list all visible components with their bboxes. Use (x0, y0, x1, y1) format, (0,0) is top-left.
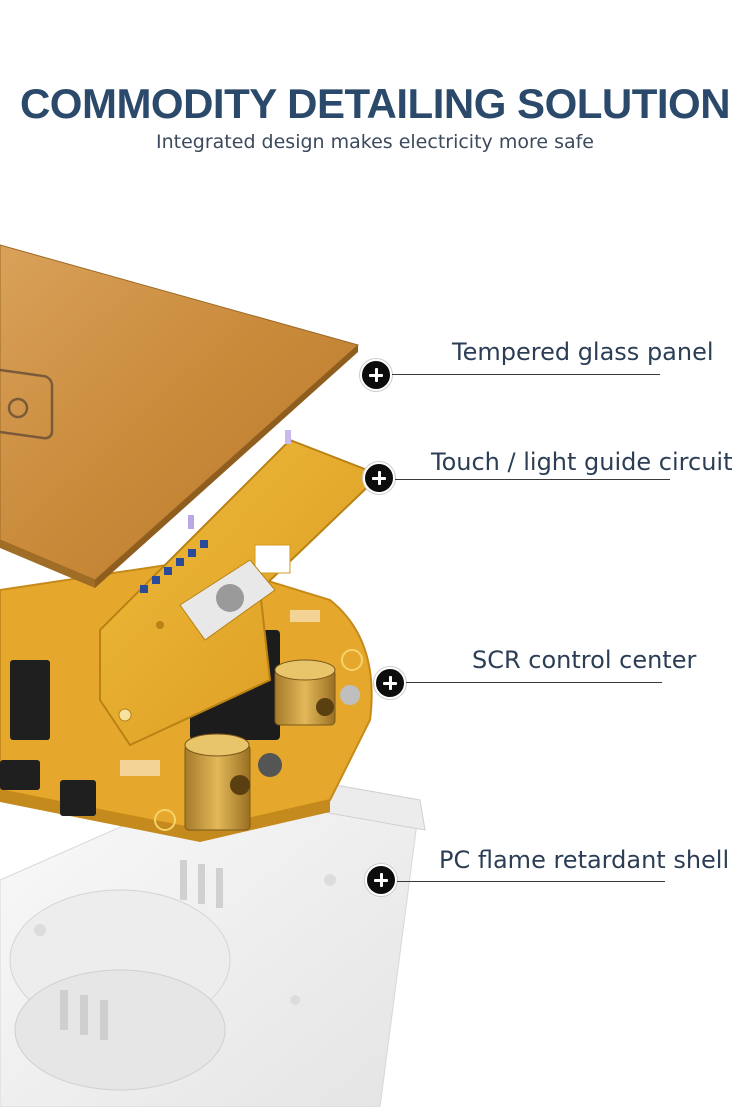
callout-leader-line (392, 374, 660, 375)
exploded-switch-illustration (0, 244, 426, 1107)
callout-leader-line (395, 479, 670, 480)
touch-light-guide-circuit (99, 430, 382, 747)
callout-leader-line (397, 881, 665, 882)
callout-label: PC flame retardant shell (439, 846, 730, 874)
page-subtitle: Integrated design makes electricity more… (156, 131, 594, 153)
plus-icon[interactable] (363, 462, 395, 494)
plus-icon[interactable] (374, 667, 406, 699)
plus-icon[interactable] (360, 359, 392, 391)
callout-label: Touch / light guide circuit (431, 448, 733, 476)
page-title: COMMODITY DETAILING SOLUTION (19, 80, 731, 127)
tempered-glass-panel (0, 244, 360, 588)
power-symbol (7, 397, 29, 419)
touch-key (0, 368, 54, 440)
plus-icon[interactable] (365, 864, 397, 896)
callout-label: Tempered glass panel (452, 338, 714, 366)
brass-terminals (184, 659, 336, 831)
callout-label: SCR control center (472, 646, 697, 674)
callout-leader-line (406, 682, 662, 683)
pc-shell (0, 769, 426, 1107)
